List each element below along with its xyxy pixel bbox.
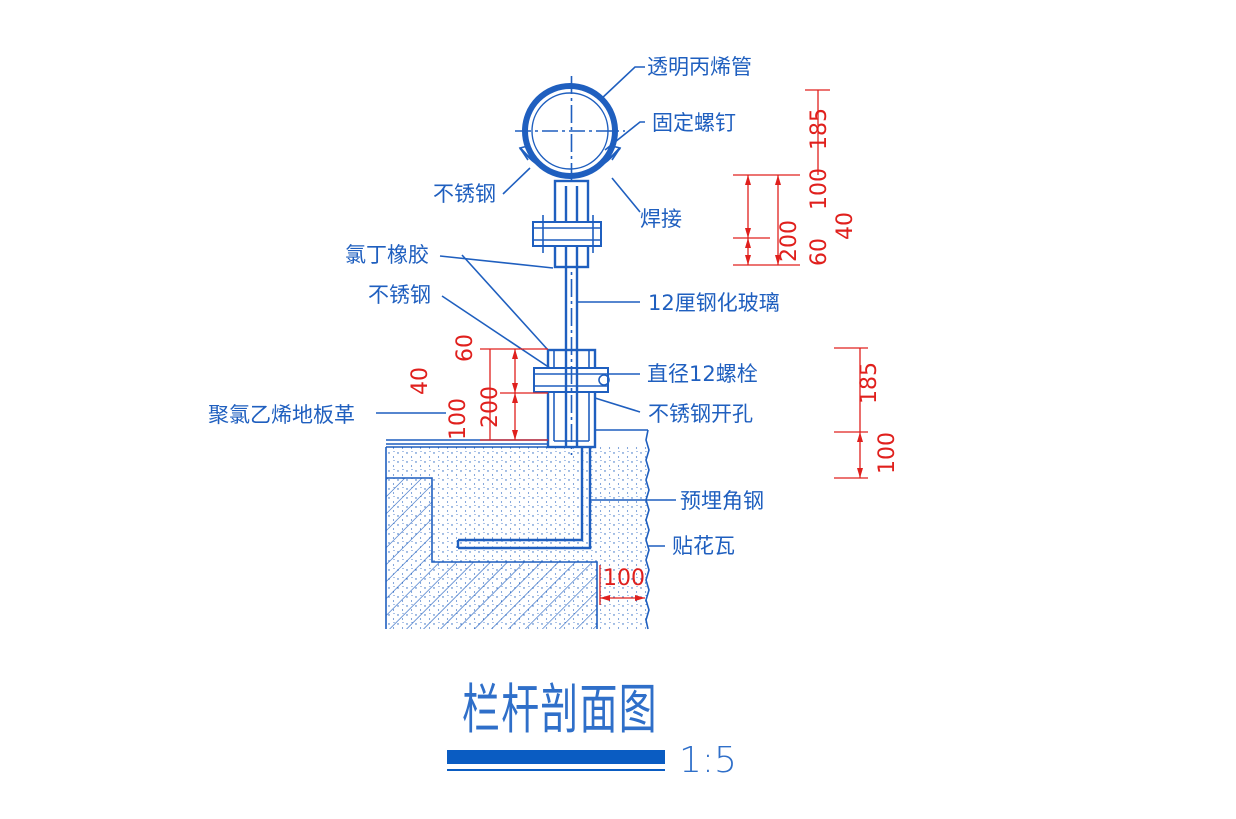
dim-left-100: 100 [446,398,471,440]
dim-top-60: 60 [807,238,832,266]
drawing-title-block: 栏杆剖面图 1:5 [447,678,737,781]
embedded-angle-steel [456,447,592,550]
dimension-lines [480,89,868,605]
label-bolt: 直径12螺栓 [647,362,758,386]
drawing-scale: 1:5 [679,740,737,781]
drawing-title: 栏杆剖面图 [462,678,658,741]
label-stainless-hole: 不锈钢开孔 [648,402,753,426]
dim-top-185: 185 [807,108,832,150]
label-stainless-steel-mid: 不锈钢 [368,283,431,307]
dim-left-200: 200 [478,386,503,428]
top-channel [532,179,602,269]
label-stainless-steel-top: 不锈钢 [433,182,496,206]
label-weld: 焊接 [640,207,682,231]
concrete-slab [385,429,650,630]
label-pvc-floor: 聚氯乙烯地板革 [208,403,355,427]
dim-bottom-100: 100 [603,566,645,591]
label-neoprene: 氯丁橡胶 [345,243,429,267]
dim-top-100: 100 [807,168,832,210]
acrylic-tube [515,83,625,179]
dim-right-100: 100 [875,432,900,474]
dim-top-200: 200 [777,220,802,262]
leader-lines [376,66,676,547]
dim-left-60: 60 [453,334,478,362]
component-labels: 透明丙烯管 固定螺钉 不锈钢 焊接 氯丁橡胶 不锈钢 12厘钢化玻璃 直径12螺… [208,55,780,558]
label-fixing-screw: 固定螺钉 [652,111,736,135]
label-acrylic-tube: 透明丙烯管 [647,55,752,79]
dimension-texts: 185 100 200 40 60 60 40 200 100 185 100 … [408,108,900,591]
title-underline-bar [447,750,665,764]
label-tile: 贴花瓦 [672,534,735,558]
dim-top-40: 40 [833,212,858,240]
label-tempered-glass: 12厘钢化玻璃 [648,291,780,315]
dim-left-40: 40 [408,367,433,395]
dim-right-185: 185 [857,362,882,404]
label-embedded-angle: 预埋角钢 [680,489,764,513]
